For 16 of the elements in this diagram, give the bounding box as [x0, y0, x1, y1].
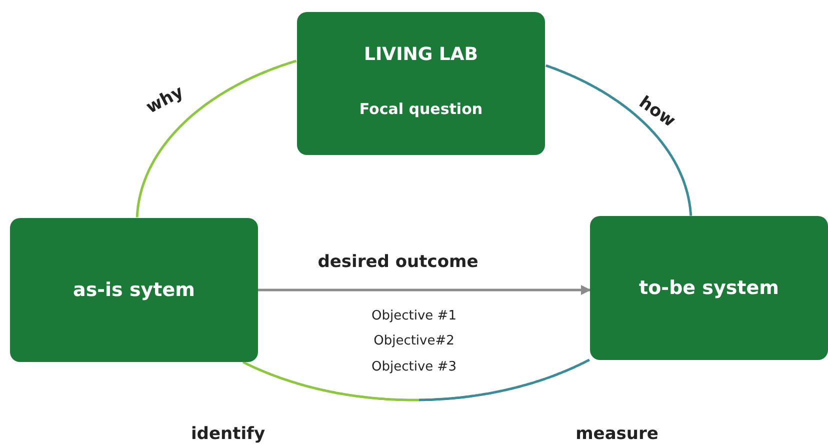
- step-label: identify: [190, 424, 266, 444]
- box-text: to-be system: [639, 277, 779, 299]
- box-title: LIVING LAB: [364, 44, 478, 64]
- objective-text: Objective #3: [372, 360, 456, 374]
- arrow: [258, 285, 591, 295]
- box-text: Focal question: [359, 100, 483, 118]
- process-box: [590, 216, 828, 360]
- process-box: [10, 218, 258, 362]
- step-label: measure: [576, 424, 658, 444]
- objective-text: Objective #1: [372, 308, 456, 324]
- arc-connector: [242, 358, 590, 402]
- box-text: as-is sytem: [73, 279, 195, 301]
- objective-text: Objective#2: [374, 334, 454, 348]
- arc-connector: [136, 60, 297, 218]
- process-box: [297, 12, 545, 155]
- arc-connector: [545, 64, 692, 216]
